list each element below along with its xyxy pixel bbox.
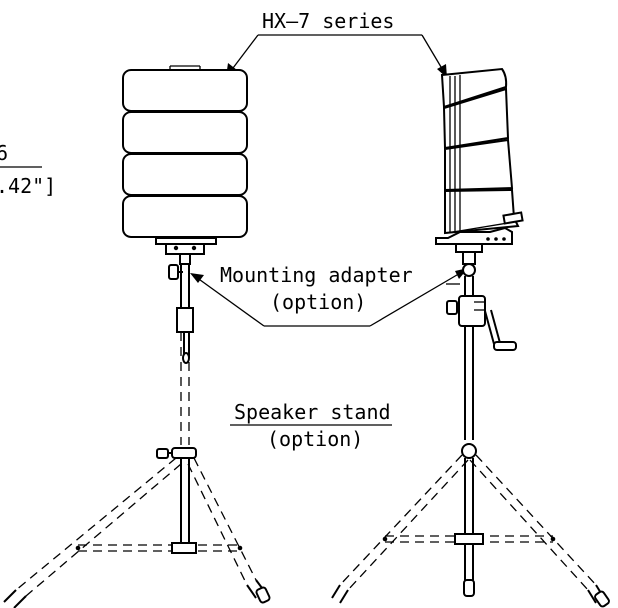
stand-label-line1: Speaker stand — [234, 400, 391, 424]
speaker-stand-right — [331, 276, 610, 608]
speaker-side-view — [435, 67, 524, 245]
dimension-value-top: 6 — [0, 141, 8, 165]
mounting-adapter-left — [165, 243, 205, 280]
series-leader-right — [421, 34, 447, 78]
adapter-label-line2: (option) — [270, 290, 366, 314]
stand-label-line2: (option) — [267, 427, 363, 451]
dimension-value-bottom: .42"] — [0, 174, 56, 198]
adapter-leader-left — [190, 273, 265, 327]
adapter-label-line1: Mounting adapter — [220, 263, 413, 287]
series-label: HX—7 series — [262, 9, 394, 33]
speaker-front-view — [122, 65, 248, 245]
mounting-adapter-right — [455, 243, 483, 277]
speaker-stand-left — [3, 264, 271, 608]
